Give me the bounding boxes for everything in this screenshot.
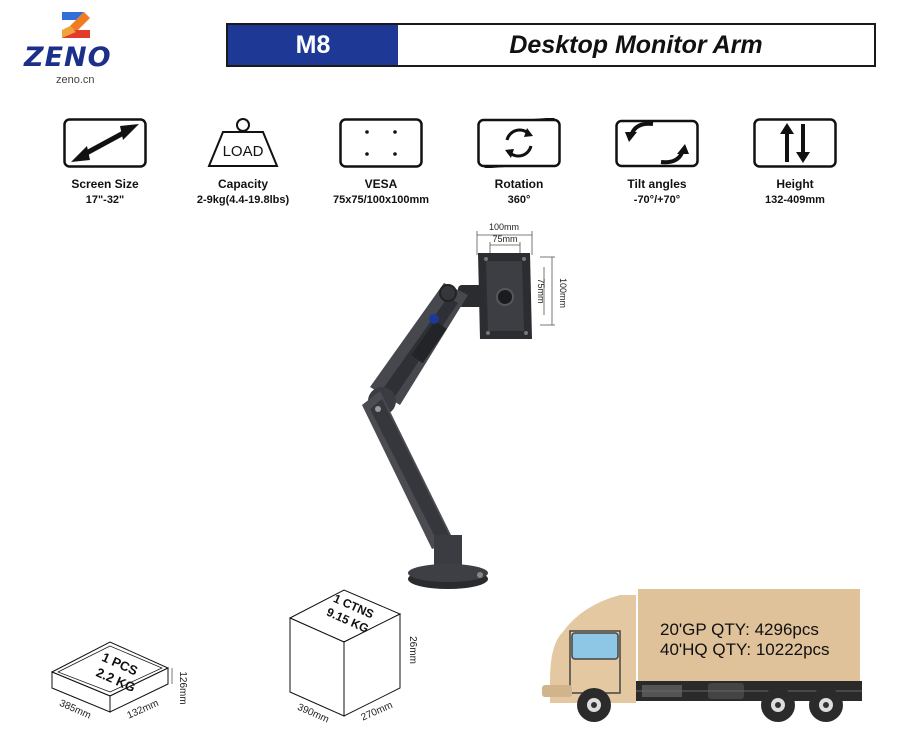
model-number: M8: [228, 25, 398, 65]
upper-arm: [370, 283, 468, 405]
spec-label: Capacity: [217, 177, 269, 191]
spec-label: Height: [776, 177, 814, 191]
spec-label: VESA: [364, 177, 398, 191]
spec-value: 17"-32": [85, 194, 125, 206]
height-arrows-icon: [753, 118, 837, 168]
pkg-single-height: 126mm: [177, 671, 188, 704]
carton-package: 1 CTNS 9.15 KG 390mm 270mm 26mm: [278, 582, 428, 732]
product-title: Desktop Monitor Arm: [509, 30, 763, 59]
spec-height: Height 132-409mm: [725, 118, 865, 208]
vesa-holes-icon: [339, 118, 423, 168]
vesa-width-outer: 100mm: [489, 222, 519, 232]
spec-tilt: Tilt angles -70°/+70°: [587, 118, 727, 208]
truck-icon: [542, 589, 862, 722]
brand-name: ZENO: [24, 42, 112, 73]
spec-rotation: Rotation 360°: [449, 118, 589, 208]
spec-value: 75x75/100x100mm: [332, 194, 430, 206]
vesa-plate: [478, 253, 532, 339]
spec-value: 132-409mm: [765, 194, 825, 206]
vesa-width-inner: 75mm: [492, 234, 517, 244]
spec-screen-size: Screen Size 17"-32": [35, 118, 175, 208]
tilt-icon: [615, 119, 699, 168]
brand-site: zeno.cn: [56, 74, 95, 86]
rotation-icon: [477, 118, 561, 168]
qty-20gp: 20'GP QTY: 4296pcs: [660, 620, 819, 639]
spec-value: 2-9kg(4.4-19.8lbs): [196, 194, 290, 206]
lower-arm: [362, 387, 454, 549]
spec-label: Tilt angles: [627, 177, 687, 191]
container-truck: [532, 585, 872, 725]
spec-vesa: VESA 75x75/100x100mm: [311, 118, 451, 208]
spec-label: Rotation: [494, 177, 544, 191]
single-package: 1 PCS 2.2 KG 385mm 132mm 126mm: [40, 630, 190, 730]
truck-wheels: [577, 688, 843, 722]
zeno-logo-icon: [62, 12, 90, 38]
brand-logo: ZENO zeno.cn: [22, 8, 132, 88]
load-text: LOAD: [223, 143, 264, 160]
pkg-carton-height: 26mm: [407, 636, 418, 664]
spec-value: 360°: [507, 194, 531, 206]
spec-value: -70°/+70°: [633, 194, 681, 206]
monitor-arm-image: 100mm 75mm 100mm 75mm: [362, 222, 568, 589]
spec-label: Screen Size: [71, 177, 139, 191]
vesa-height-outer: 100mm: [558, 278, 568, 308]
load-weight-icon: LOAD: [207, 118, 279, 167]
diagonal-arrow-icon: [63, 118, 147, 168]
spec-capacity: LOAD Capacity 2-9kg(4.4-19.8lbs): [173, 118, 313, 208]
monitor-arm-illustration: 100mm 75mm 100mm 75mm: [340, 215, 600, 595]
title-bar: M8 Desktop Monitor Arm: [226, 23, 876, 67]
vesa-height-inner: 75mm: [536, 278, 546, 303]
qty-40hq: 40'HQ QTY: 10222pcs: [660, 640, 830, 659]
desk-base: [408, 535, 488, 589]
